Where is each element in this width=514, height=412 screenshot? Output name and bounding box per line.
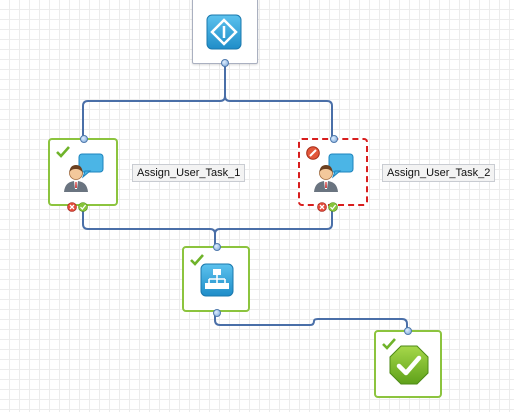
success-port-icon[interactable] xyxy=(78,202,88,212)
user-task-icon xyxy=(314,153,354,192)
user-task-icon xyxy=(64,153,104,192)
start-output-port[interactable] xyxy=(221,59,229,67)
end-octagon-check-icon xyxy=(389,345,429,385)
checkmark-icon xyxy=(56,146,70,158)
start-node[interactable] xyxy=(192,0,258,67)
connector-task-2-to-join xyxy=(214,208,333,235)
start-diamond-icon xyxy=(206,14,242,50)
task-2-input-port[interactable] xyxy=(330,135,338,143)
user-task-node-1[interactable] xyxy=(48,135,118,212)
user-task-node-2[interactable] xyxy=(298,135,368,212)
task-1-label[interactable]: Assign_User_Task_1 xyxy=(132,164,246,182)
checkmark-icon xyxy=(382,338,396,350)
end-input-port[interactable] xyxy=(404,327,412,335)
error-port-icon[interactable] xyxy=(317,202,327,212)
connector-task-1-to-join xyxy=(82,208,216,247)
error-port-icon[interactable] xyxy=(67,202,77,212)
hierarchy-icon xyxy=(200,263,234,297)
join-output-port[interactable] xyxy=(213,309,221,317)
end-node[interactable] xyxy=(374,327,442,398)
connector-start-to-task-1 xyxy=(82,64,226,139)
task-1-input-port[interactable] xyxy=(80,135,88,143)
connector-start-to-task-2 xyxy=(224,95,333,139)
task-2-label[interactable]: Assign_User_Task_2 xyxy=(382,164,496,182)
error-badge-icon xyxy=(306,146,320,160)
success-port-icon[interactable] xyxy=(328,202,338,212)
checkmark-icon xyxy=(190,254,204,266)
join-node[interactable] xyxy=(182,243,250,317)
join-input-port[interactable] xyxy=(213,243,221,251)
connector-join-to-end xyxy=(214,313,408,330)
